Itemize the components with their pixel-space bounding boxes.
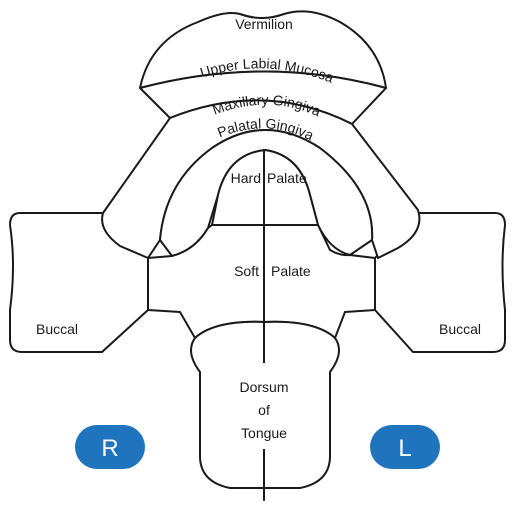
label-of: of — [258, 402, 270, 418]
label-dorsum: Dorsum — [239, 379, 288, 395]
label-buccal-left: Buccal — [439, 321, 481, 337]
label-vermilion: Vermilion — [235, 16, 293, 32]
badge-left-label: L — [398, 435, 411, 462]
side-badge-left: L — [370, 425, 440, 469]
label-buccal-right: Buccal — [36, 321, 78, 337]
label-soft-palate: Palate — [271, 263, 311, 279]
badge-right-label: R — [101, 435, 118, 462]
buccal-right-region — [9, 212, 149, 353]
buccal-left-region — [374, 212, 506, 353]
label-tongue: Tongue — [241, 425, 287, 441]
label-soft: Soft — [234, 263, 259, 279]
label-hard: Hard — [231, 170, 261, 186]
badge-left-bg — [370, 425, 440, 469]
side-badge-right: R — [75, 425, 145, 469]
label-hard-palate: Palate — [267, 170, 307, 186]
tongue-label-backdrop — [212, 363, 316, 449]
badge-right-bg — [75, 425, 145, 469]
